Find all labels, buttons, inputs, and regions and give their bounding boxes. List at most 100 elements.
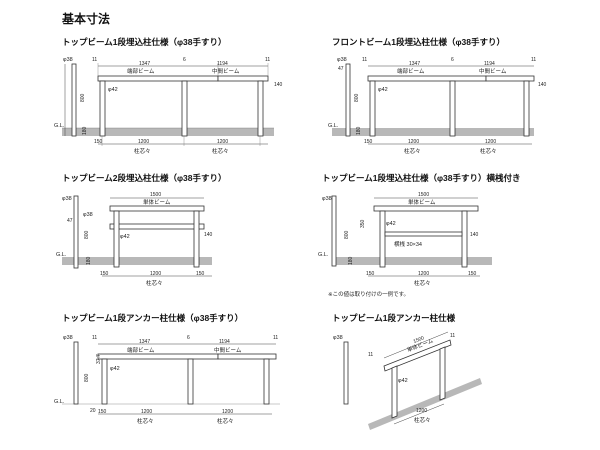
dim-label: 6 — [183, 57, 186, 63]
dim-label: 150 — [366, 271, 375, 277]
dim-label: 6 — [451, 57, 454, 63]
dim-label: 11 — [92, 57, 97, 63]
crossbar-label: 横桟 30×34 — [394, 240, 422, 248]
sloped-ground — [368, 378, 482, 430]
dim-label: 1200 — [138, 139, 149, 145]
side-post — [73, 341, 79, 405]
beam-label: 端部ビーム — [127, 67, 155, 75]
dim-label: 6 — [187, 335, 190, 341]
ground-label: G.L. — [328, 123, 339, 129]
side-post — [345, 63, 351, 137]
ground-band — [332, 128, 534, 136]
dim-label: 11 — [265, 57, 270, 63]
post — [379, 210, 386, 268]
post — [263, 358, 270, 405]
middle-beam — [217, 75, 269, 82]
dim-label: φ42 — [110, 366, 120, 372]
panel-front-beam-1-embedded: フロントビーム1段埋込柱仕様（φ38手すり） φ38 47 11 6 11 13… — [328, 36, 582, 164]
dim-label: φ42 — [378, 87, 388, 93]
end-beam — [97, 353, 219, 360]
dim-label: 800 — [344, 230, 350, 239]
beam-label: 中間ビーム — [212, 67, 240, 75]
panel-top-beam-1-crossbar: トップビーム1段埋込柱仕様（φ38手すり）横桟付き φ38 1500 単体ビーム… — [318, 172, 572, 300]
beam-label: 端部ビーム — [127, 346, 155, 354]
side-post — [343, 341, 349, 405]
diagram-top-beam-1-anchor-slope: φ38 11 11 1500 単体ビーム φ42 1200 柱芯々 — [333, 331, 482, 430]
pitch-label: 柱芯々 — [212, 147, 229, 155]
dim-label: 150 — [98, 409, 107, 415]
post — [193, 210, 200, 268]
dim-label: 1194 — [217, 61, 228, 67]
dim-label: 180 — [86, 256, 92, 265]
dim-label: φ42 — [108, 87, 118, 93]
diagram-top-beam-2-embedded: φ38 47 φ38 1500 単体ビーム φ42 140 800 G.L. 1… — [56, 192, 213, 287]
dim-label: φ42 — [120, 234, 130, 240]
middle-beam — [217, 353, 277, 360]
dim-label: 140 — [538, 82, 547, 88]
ground-label: G.L. — [56, 252, 67, 258]
dim-label: 150 — [94, 139, 103, 145]
panel-title: トップビーム1段アンカー柱仕様 — [332, 313, 456, 323]
dim-label: 140 — [470, 232, 479, 238]
dim-label: 11 — [450, 333, 455, 339]
beam-label: 中間ビーム — [214, 346, 242, 354]
dim-label: φ38 — [333, 335, 343, 341]
dim-label: φ38 — [83, 212, 93, 218]
dim-label: 1200 — [141, 409, 152, 415]
dim-label: 800 — [84, 230, 90, 239]
dim-label: 800 — [354, 93, 360, 102]
dim-label: 350 — [360, 219, 366, 228]
pitch-label: 柱芯々 — [480, 147, 497, 155]
panel-title: トップビーム1段埋込柱仕様（φ38手すり）横桟付き — [322, 173, 521, 183]
dim-label: 1200 — [222, 409, 233, 415]
dim-label: 140 — [204, 232, 213, 238]
post — [391, 365, 398, 419]
ground-band — [62, 257, 212, 265]
post — [369, 80, 376, 137]
dim-label: 1200 — [150, 271, 161, 277]
post — [523, 80, 530, 137]
post — [101, 358, 108, 405]
dim-label: 47 — [67, 218, 73, 224]
dim-label: 1200 — [408, 139, 419, 145]
dim-label: 1200 — [418, 271, 429, 277]
single-beam — [109, 205, 205, 212]
post — [181, 80, 188, 137]
single-beam — [373, 205, 479, 212]
dim-label: 1500 — [150, 192, 161, 198]
diagram-top-beam-1-embedded: φ38 11 6 11 1347 1194 端部ビーム 中間ビーム φ42 14… — [54, 57, 283, 155]
dim-label: 1194 — [219, 339, 230, 345]
dim-label: 150 — [100, 271, 109, 277]
dim-label: 1194 — [484, 61, 495, 67]
dim-label: φ38 — [63, 57, 73, 63]
dim-label: 47 — [338, 66, 344, 72]
dim-label: 20 — [90, 408, 96, 414]
dim-label: φ38 — [63, 335, 73, 341]
beam-label: 端部ビーム — [397, 67, 425, 75]
panel-top-beam-1-anchor: トップビーム1段アンカー柱仕様（φ38手すり） φ38 11 6 11 1347… — [54, 312, 312, 440]
dim-label: φ42 — [386, 221, 396, 227]
panel-title: トップビーム1段アンカー柱仕様（φ38手すり） — [62, 313, 244, 323]
pitch-label: 柱芯々 — [414, 279, 431, 287]
post — [439, 346, 446, 401]
side-post — [73, 195, 79, 269]
pitch-label: 柱芯々 — [404, 147, 421, 155]
beam-label: 単体ビーム — [408, 198, 436, 206]
post — [187, 358, 194, 405]
dim-label: 150 — [468, 271, 477, 277]
page-title: 基本寸法 — [62, 12, 111, 26]
pitch-label: 柱芯々 — [414, 416, 431, 424]
diagram-front-beam-1-embedded: φ38 47 11 6 11 1347 1194 端部ビーム 中間ビーム φ42… — [328, 57, 547, 155]
dim-label: 1347 — [139, 339, 150, 345]
single-beam — [383, 339, 452, 372]
ground-band — [62, 128, 274, 136]
dim-label: 11 — [362, 57, 367, 63]
dim-label: 800 — [80, 93, 86, 102]
pitch-label: 柱芯々 — [134, 147, 151, 155]
post — [449, 80, 456, 137]
end-beam — [367, 75, 487, 82]
pitch-label: 柱芯々 — [146, 279, 163, 287]
beam-label: 単体ビーム — [143, 198, 171, 206]
dim-label: 1500 — [413, 335, 426, 345]
panel-title: トップビーム1段埋込柱仕様（φ38手すり） — [62, 37, 227, 47]
